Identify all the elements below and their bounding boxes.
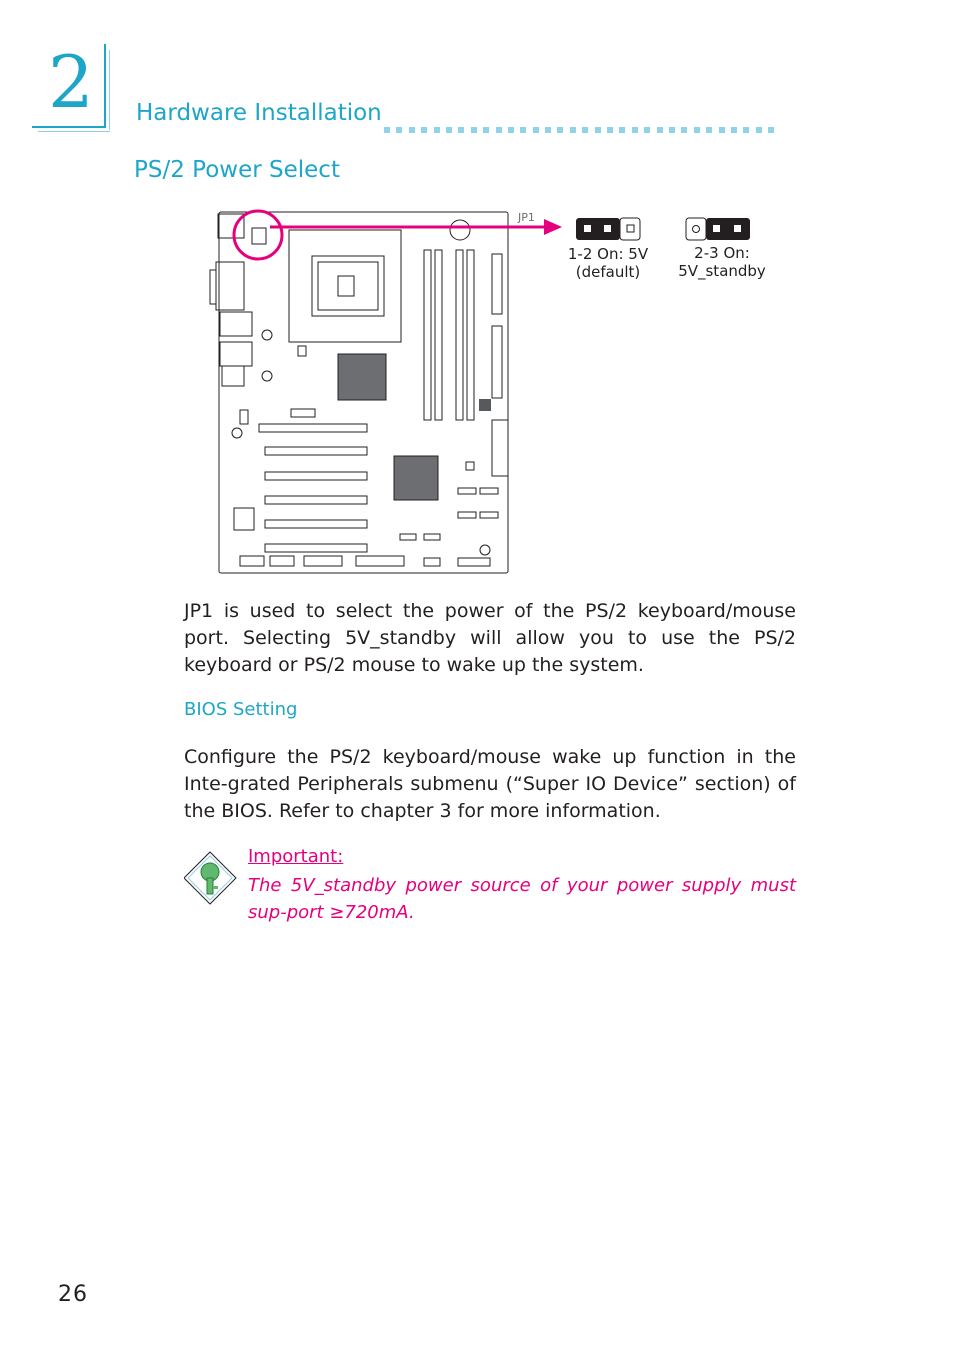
board-outline bbox=[218, 211, 509, 574]
chapter-tab-underline-shadow bbox=[38, 131, 110, 132]
cpu-die bbox=[337, 275, 355, 297]
pci-slot-3 bbox=[264, 495, 368, 505]
paragraph-bios-instructions: Configure the PS/2 keyboard/mouse wake u… bbox=[184, 746, 796, 822]
dimm-slot-1 bbox=[423, 249, 432, 421]
header bbox=[290, 408, 316, 418]
buzzer bbox=[479, 544, 491, 556]
pci-slot-2 bbox=[264, 471, 368, 481]
io-port-usb-2 bbox=[219, 341, 253, 367]
pci-slot-5 bbox=[264, 543, 368, 553]
header bbox=[465, 461, 475, 471]
jumper-option-2-3 bbox=[685, 217, 750, 241]
header bbox=[239, 409, 249, 425]
chapter-number: 2 bbox=[48, 40, 94, 124]
io-port-serial-lip bbox=[209, 269, 217, 305]
io-port-audio bbox=[221, 365, 245, 387]
jumper-option-1-line2: (default) bbox=[575, 263, 641, 281]
bios-setting-heading: BIOS Setting bbox=[184, 699, 298, 720]
key-icon bbox=[184, 851, 237, 905]
jumper-option-1-line1: 1-2 On: 5V bbox=[567, 245, 649, 263]
chapter-tab-border bbox=[104, 44, 106, 128]
dimm-slot-3 bbox=[455, 249, 464, 421]
front-audio bbox=[269, 555, 295, 567]
header bbox=[297, 345, 307, 357]
io-port-serial bbox=[215, 261, 245, 311]
sata-4 bbox=[479, 511, 499, 519]
header bbox=[399, 533, 417, 541]
sata-2 bbox=[479, 487, 499, 495]
jp1-pointer-arrow bbox=[544, 219, 562, 235]
chip bbox=[233, 507, 255, 531]
io-port-usb-1 bbox=[219, 311, 253, 337]
page-title: PS/2 Power Select bbox=[134, 157, 340, 183]
jumper-option-2-line1: 2-3 On: bbox=[694, 244, 750, 262]
cpu-socket-frame bbox=[288, 229, 402, 343]
southbridge-chip bbox=[393, 455, 439, 501]
paragraph-jp1-description: JP1 is used to select the power of the P… bbox=[184, 600, 796, 676]
cpu-socket-inner bbox=[317, 261, 379, 311]
jp1-highlight-circle bbox=[232, 209, 284, 261]
sata-1 bbox=[457, 487, 477, 495]
header bbox=[355, 555, 405, 567]
battery bbox=[449, 219, 471, 241]
header bbox=[457, 557, 491, 567]
mount-hole bbox=[231, 427, 243, 439]
mount-hole bbox=[261, 329, 273, 341]
jp1-header bbox=[251, 227, 267, 245]
atx-power-connector bbox=[491, 253, 503, 315]
cpu-socket bbox=[311, 255, 385, 317]
pcie-x16-slot bbox=[258, 423, 368, 433]
sata-3 bbox=[457, 511, 477, 519]
io-chip bbox=[479, 399, 491, 411]
page-number: 26 bbox=[58, 1282, 88, 1307]
important-label: Important: bbox=[248, 846, 344, 867]
fdd-connector bbox=[491, 419, 509, 477]
pci-slot-1 bbox=[264, 446, 368, 456]
header bbox=[423, 533, 441, 541]
northbridge-chip bbox=[337, 353, 387, 401]
jumper-option-2-label: 2-3 On: 5V_standby bbox=[670, 244, 774, 280]
section-title: Hardware Installation bbox=[136, 100, 382, 126]
motherboard-diagram bbox=[209, 209, 750, 574]
mount-hole bbox=[261, 370, 273, 382]
io-port-ps2 bbox=[217, 213, 245, 239]
dimm-slot-4 bbox=[466, 249, 475, 421]
jumper-option-2-line2: 5V_standby bbox=[678, 262, 766, 280]
front-usb bbox=[239, 555, 265, 567]
jumper-option-1-2 bbox=[576, 217, 641, 241]
jumper-option-1-label: 1-2 On: 5V (default) bbox=[556, 245, 660, 281]
dimm-slot-2 bbox=[434, 249, 443, 421]
ide-connector bbox=[491, 325, 503, 399]
important-text: The 5V_standby power source of your powe… bbox=[248, 875, 796, 923]
header-dotted-rule bbox=[384, 118, 796, 133]
header bbox=[423, 557, 441, 567]
pci-slot-4 bbox=[264, 519, 368, 529]
chapter-tab-shadow bbox=[109, 50, 110, 130]
jp1-label: JP1 bbox=[518, 211, 535, 224]
header bbox=[303, 555, 343, 567]
chapter-tab-underline bbox=[32, 126, 106, 128]
